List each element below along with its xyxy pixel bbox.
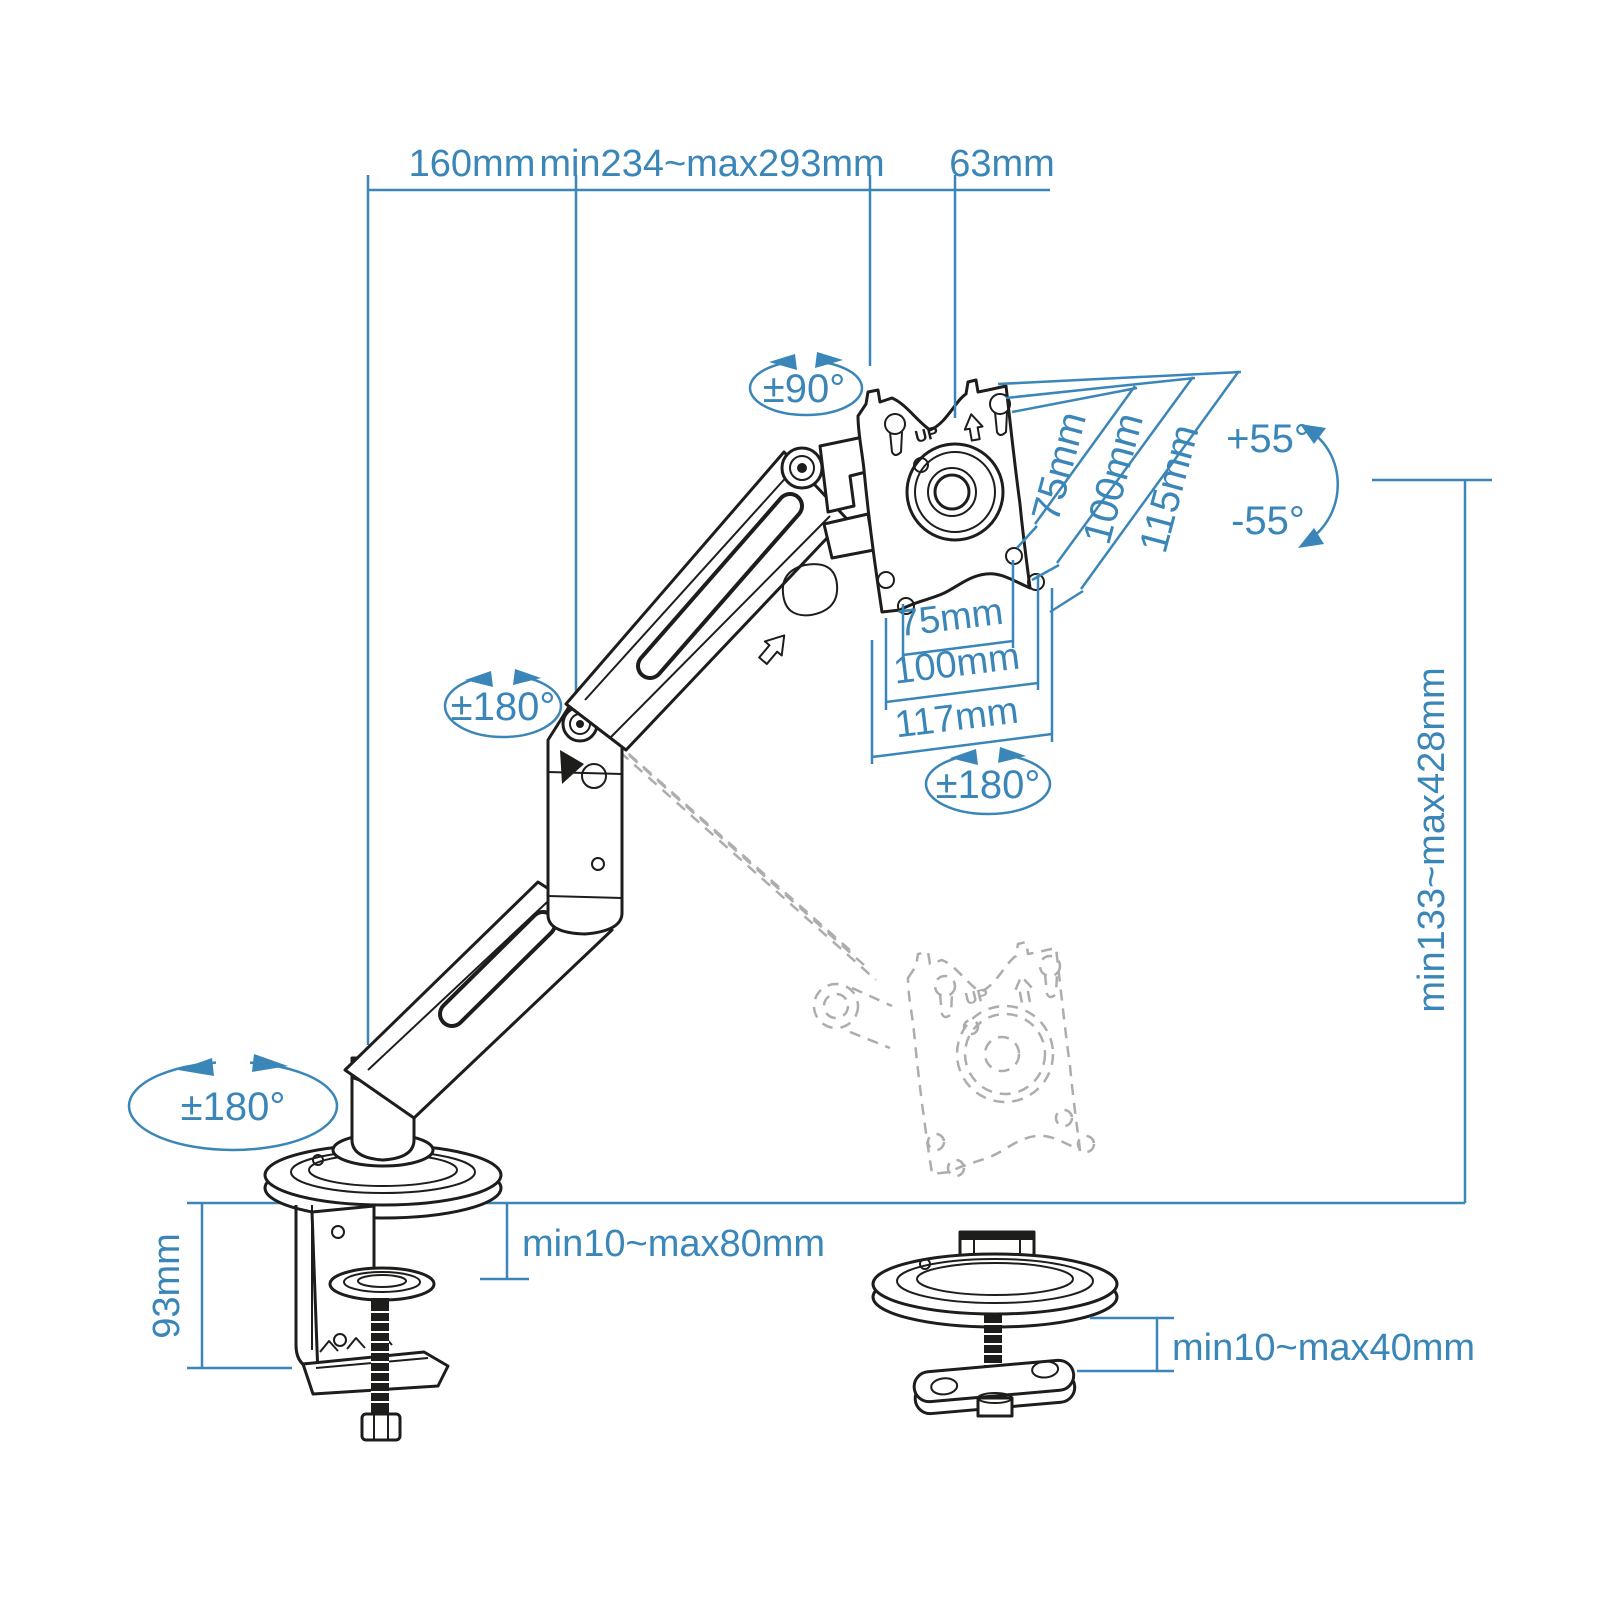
dimension-vesa-vertical: 75mm 100mm 115mm bbox=[997, 370, 1242, 614]
svg-text:±180°: ±180° bbox=[936, 763, 1041, 807]
vesa-keyhole-top-right bbox=[989, 393, 1011, 415]
dim-grommet-thickness: min10~max40mm bbox=[1172, 1327, 1475, 1369]
rotate-ccw-arrow-icon bbox=[465, 671, 493, 687]
dimension-top-chain: 160mm min234~max293mm 63mm bbox=[368, 143, 1055, 418]
rotate-cw-arrow-icon bbox=[815, 352, 843, 368]
vesa-plate: UP bbox=[856, 378, 1045, 615]
elbow-riser bbox=[546, 700, 624, 936]
dimension-clamp-height: 93mm bbox=[146, 1203, 292, 1370]
dim-clamp-height: 93mm bbox=[146, 1233, 188, 1339]
tilt-arc bbox=[1305, 428, 1339, 544]
tilt-up-arrow-icon bbox=[1300, 424, 1326, 444]
ghost-vesa-plate: UP bbox=[906, 940, 1096, 1178]
grommet-mount bbox=[871, 1230, 1119, 1418]
dimension-clamp-thickness: min10~max80mm bbox=[480, 1203, 825, 1281]
dim-elbow-reach: min234~max293mm bbox=[539, 143, 884, 185]
dim-base-to-elbow: 160mm bbox=[409, 143, 536, 185]
rotate-cw-arrow-icon bbox=[998, 747, 1026, 763]
ghost-up-arrow-icon bbox=[1013, 974, 1034, 1004]
dimension-grommet-thickness: min10~max40mm bbox=[1077, 1316, 1475, 1373]
rotate-ccw-arrow-icon bbox=[769, 354, 797, 370]
dim-height-range: min133~max428mm bbox=[1411, 667, 1453, 1012]
rotation-base-swivel: ±180° bbox=[127, 1054, 339, 1152]
tilt-head-joint bbox=[780, 434, 876, 560]
up-arrow-icon bbox=[963, 413, 984, 442]
desk-clamp bbox=[294, 1204, 450, 1442]
clamp-screw-knob bbox=[360, 1412, 402, 1442]
ghost-head-pivot bbox=[812, 982, 860, 1030]
rotate-cw-arrow-icon bbox=[513, 669, 541, 685]
svg-text:±180°: ±180° bbox=[451, 685, 556, 729]
dimension-overlay: 160mm min234~max293mm 63mm ±90° ±180° bbox=[127, 143, 1492, 1373]
rotation-head-swivel: ±90° bbox=[748, 352, 864, 417]
dimension-height-range: min133~max428mm bbox=[1372, 478, 1492, 1203]
dim-tilt-down: -55° bbox=[1231, 499, 1305, 543]
dim-head-offset: 63mm bbox=[949, 143, 1055, 185]
rotation-tilt: +55° -55° bbox=[1226, 417, 1339, 548]
dim-tilt-up: +55° bbox=[1226, 417, 1310, 461]
rotate-ccw-arrow-icon bbox=[950, 749, 978, 765]
ghost-arm-position: UP bbox=[585, 715, 1096, 1178]
rotate-ccw-arrow-icon bbox=[178, 1058, 214, 1076]
lower-arm-link bbox=[343, 880, 614, 1120]
rotation-vesa: ±180° bbox=[924, 746, 1052, 816]
dim-clamp-thickness: min10~max80mm bbox=[522, 1223, 825, 1265]
ghost-up-marking: UP bbox=[963, 985, 991, 1009]
rotate-cw-arrow-icon bbox=[252, 1054, 288, 1072]
vesa-keyhole-top-left bbox=[884, 413, 906, 435]
tilt-down-arrow-icon bbox=[1298, 528, 1324, 548]
monitor-arm-artwork: UP bbox=[263, 378, 1119, 1442]
arm-direction-arrow-icon bbox=[758, 634, 786, 665]
gas-spring-arm bbox=[564, 450, 848, 752]
svg-text:±90°: ±90° bbox=[763, 367, 845, 411]
svg-text:±180°: ±180° bbox=[181, 1085, 286, 1129]
clamp-screw bbox=[371, 1298, 389, 1416]
rotation-elbow-swivel: ±180° bbox=[443, 667, 563, 739]
